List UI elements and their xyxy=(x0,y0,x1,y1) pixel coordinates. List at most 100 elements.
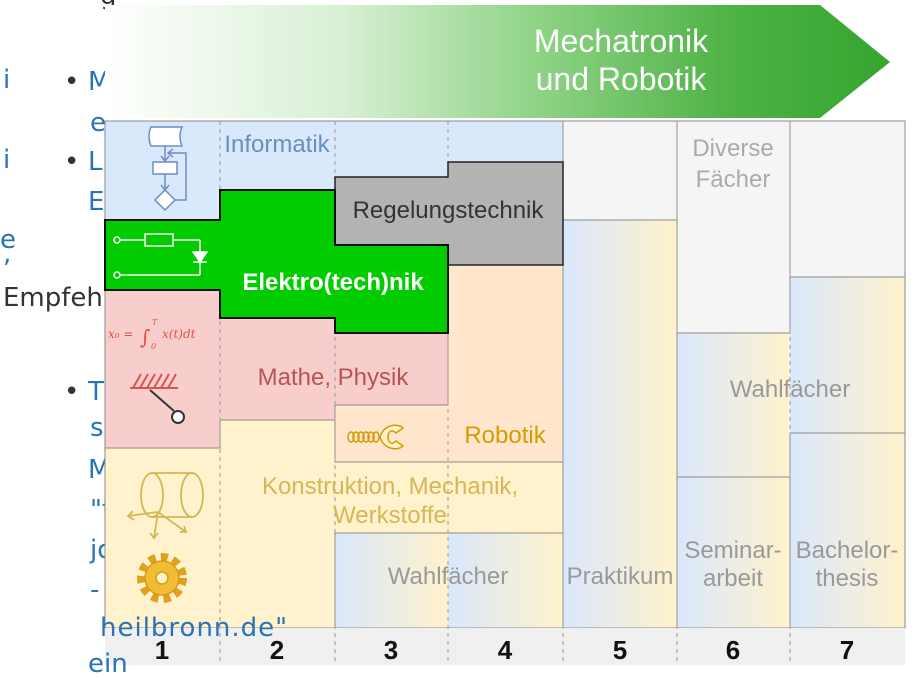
flowchart-icon xyxy=(148,126,187,212)
elektrotechnik-block xyxy=(104,189,449,334)
header-title-line2: und Robotik xyxy=(536,61,708,97)
link-fragment[interactable]: i xyxy=(3,145,10,175)
link-fragment[interactable]: , xyxy=(3,239,11,269)
elektrotechnik-label: Elektro(tech)nik xyxy=(242,269,424,296)
recommendation-heading: Empfeh xyxy=(3,283,103,313)
list-item-link[interactable]: M xyxy=(88,67,110,97)
informatik-label: Informatik xyxy=(224,131,330,158)
arrowhead xyxy=(126,510,135,521)
gear-teeth xyxy=(137,553,187,603)
robotik-label: Robotik xyxy=(464,422,546,449)
bachelorthesis-label-line2: thesis xyxy=(816,565,879,592)
hatch-line xyxy=(139,373,149,389)
spring-coil xyxy=(362,431,370,443)
list-bullet: • xyxy=(64,377,79,407)
konstruktion-label-line1: Konstruktion, Mechanik, xyxy=(262,473,518,500)
semester-number: 3 xyxy=(384,635,398,665)
wahlfaecher-mid-label: Wahlfächer xyxy=(388,563,509,590)
seminararbeit-label-line1: Seminar- xyxy=(684,537,781,564)
semester-number: 5 xyxy=(613,635,627,665)
list-bullet: • xyxy=(64,67,79,97)
semester7-top-block xyxy=(789,120,906,278)
page-text-foreground: heilbronn.de" ein xyxy=(88,613,288,677)
header-arrow xyxy=(105,5,890,118)
flowchart-arrowhead xyxy=(166,148,174,158)
list-item-link[interactable]: E xyxy=(88,187,104,217)
semester-number: 7 xyxy=(840,635,854,665)
link-fragment[interactable]: i xyxy=(3,65,10,95)
gyroscope-icon xyxy=(126,472,204,540)
arrowhead xyxy=(180,525,188,533)
spring-coil xyxy=(367,431,375,443)
axis-arrow xyxy=(153,511,159,539)
wahlfaecher-late-col7 xyxy=(790,277,905,433)
domain-link[interactable]: heilbronn.de" xyxy=(100,613,288,643)
hatched-surface xyxy=(130,373,178,389)
hatch-line xyxy=(146,373,156,389)
semester-number: 2 xyxy=(270,635,284,665)
spring-coil xyxy=(357,431,365,443)
formula-lhs: x₀ = xyxy=(108,327,133,341)
regelungstechnik-label: Regelungstechnik xyxy=(353,197,545,224)
formula-integrand: x(t)dt xyxy=(162,327,196,341)
pendulum-rod xyxy=(149,389,175,412)
curriculum-diagram: Mechatronik und Robotik xyxy=(104,5,906,665)
semester-number: 6 xyxy=(726,635,740,665)
diode-symbol xyxy=(191,251,209,264)
list-item-link[interactable]: e xyxy=(90,108,106,138)
gear-icon xyxy=(137,553,187,603)
diverse-faecher-block xyxy=(676,120,791,334)
list-item-link[interactable]: L xyxy=(88,147,103,177)
spring-coil xyxy=(372,431,380,443)
spring-gripper-icon xyxy=(347,424,405,450)
diverse-label-line2: Fächer xyxy=(696,166,771,193)
semester-row xyxy=(105,628,905,665)
list-bullet: • xyxy=(64,147,79,177)
spring-coil xyxy=(347,431,355,443)
semester-number: 4 xyxy=(498,635,513,665)
spring-coil xyxy=(352,431,360,443)
flowchart-start-shape xyxy=(148,126,184,147)
hatch-line xyxy=(160,373,170,389)
pendulum-mass xyxy=(171,410,185,424)
formula-lower-bound: 0 xyxy=(151,342,156,351)
wahlfaecher-mid-col4 xyxy=(448,533,563,628)
link-fragment[interactable]: e xyxy=(0,225,16,255)
praktikum-label: Praktikum xyxy=(567,563,674,590)
axis-arrow xyxy=(127,511,159,517)
seminararbeit-label-line2: arbeit xyxy=(703,565,763,592)
flowchart-arrowhead xyxy=(160,155,170,163)
arrowhead xyxy=(149,532,159,540)
semester-number: 1 xyxy=(155,635,169,665)
konstruktion-label-line2: Werkstoffe xyxy=(333,502,447,529)
circuit-terminal xyxy=(113,271,121,279)
formula-upper-bound: T xyxy=(152,318,158,327)
bachelorthesis-block xyxy=(789,432,906,629)
semester-numbers: 1 2 3 4 5 6 7 xyxy=(155,635,854,665)
flowchart-decision-shape xyxy=(153,188,177,212)
hatch-line xyxy=(132,373,142,389)
list-item-link[interactable]: ein xyxy=(88,649,128,677)
list-item-link[interactable]: - xyxy=(90,575,99,605)
flowchart-loop-arrow xyxy=(169,152,187,201)
hatch-line xyxy=(167,373,177,389)
circuit-icon xyxy=(113,233,209,279)
pendulum-icon xyxy=(130,373,185,424)
flowchart-process-shape xyxy=(152,161,178,175)
diverse-label-line1: Diverse xyxy=(692,135,773,162)
wahlfaecher-late-label: Wahlfächer xyxy=(730,376,851,403)
mathe-physik-label: Mathe, Physik xyxy=(258,364,410,391)
hatch-line xyxy=(153,373,163,389)
list-item-link[interactable]: T xyxy=(87,377,104,407)
wahlfaecher-late-col6 xyxy=(677,333,790,477)
page-text-background: g i i e , • M e • L E Empfeh • T si M "t… xyxy=(0,0,117,605)
header-title-line1: Mechatronik xyxy=(534,23,709,59)
wahlfaecher-mid-col3 xyxy=(335,533,448,628)
axis-arrow xyxy=(157,511,187,533)
integral-formula: x₀ = ∫ 0 T x(t)dt xyxy=(108,318,196,351)
gear-hole xyxy=(155,571,169,585)
gripper-claw xyxy=(379,424,405,450)
bachelorthesis-label-line1: Bachelor- xyxy=(796,537,899,564)
semester5-top-block xyxy=(562,120,678,221)
